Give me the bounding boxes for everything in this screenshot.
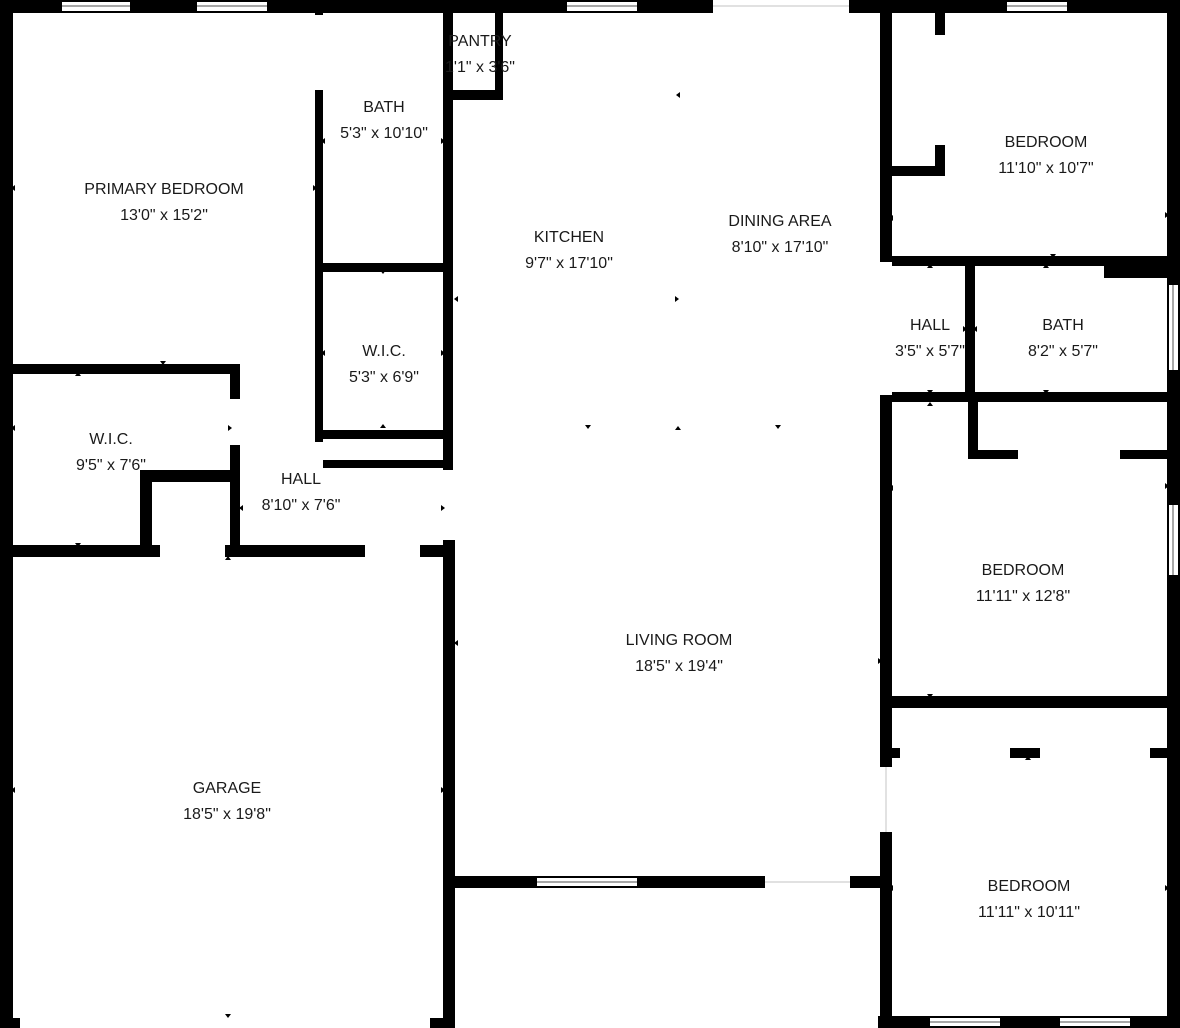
room-dims: 8'2" x 5'7" xyxy=(1028,343,1098,360)
room-dims: 3'5" x 5'7" xyxy=(895,343,965,360)
room-living-room: LIVING ROOM 18'5" x 19'4" xyxy=(626,628,733,680)
room-bedroom-middle: BEDROOM 11'11" x 12'8" xyxy=(976,558,1070,610)
room-name: PRIMARY BEDROOM xyxy=(84,181,244,198)
room-dims: 1'1" x 3'6" xyxy=(445,59,515,76)
room-dims: 9'7" x 17'10" xyxy=(525,255,613,272)
room-pantry: PANTRY 1'1" x 3'6" xyxy=(445,29,515,81)
room-name: HALL xyxy=(909,317,951,334)
room-name: BATH xyxy=(363,99,405,116)
room-dims: 9'5" x 7'6" xyxy=(76,457,146,474)
room-name: BATH xyxy=(1042,317,1084,334)
windows xyxy=(62,2,1178,1026)
room-dims: 18'5" x 19'4" xyxy=(635,658,723,675)
room-bath-main: BATH 5'3" x 10'10" xyxy=(340,95,428,147)
room-bedroom-bottom: BEDROOM 11'11" x 10'11" xyxy=(978,874,1080,926)
room-dims: 11'11" x 12'8" xyxy=(975,588,1071,605)
room-name: KITCHEN xyxy=(533,229,605,246)
room-dining-area: DINING AREA 8'10" x 17'10" xyxy=(728,209,831,261)
room-name: GARAGE xyxy=(192,780,262,797)
room-name: W.I.C. xyxy=(362,343,406,360)
room-hall-left: HALL 8'10" x 7'6" xyxy=(262,467,341,519)
room-wic-left: W.I.C. 9'5" x 7'6" xyxy=(76,427,146,479)
room-bath-right: BATH 8'2" x 5'7" xyxy=(1028,313,1098,365)
room-bedroom-top: BEDROOM 11'10" x 10'7" xyxy=(998,130,1093,182)
room-dims: 8'10" x 17'10" xyxy=(731,239,829,256)
room-primary-bedroom: PRIMARY BEDROOM 13'0" x 15'2" xyxy=(84,177,243,229)
room-dims: 5'3" x 6'9" xyxy=(349,369,419,386)
room-name: BEDROOM xyxy=(981,562,1065,579)
room-kitchen: KITCHEN 9'7" x 17'10" xyxy=(525,225,613,277)
dimension-markers xyxy=(11,92,1169,1018)
room-dims: 11'11" x 10'11" xyxy=(978,904,1080,921)
room-dims: 5'3" x 10'10" xyxy=(340,125,428,142)
room-name: PANTRY xyxy=(448,33,512,50)
door-openings xyxy=(713,0,892,888)
room-dims: 8'10" x 7'6" xyxy=(261,497,341,514)
room-name: DINING AREA xyxy=(728,213,832,230)
room-name: W.I.C. xyxy=(89,431,133,448)
room-garage: GARAGE 18'5" x 19'8" xyxy=(183,776,271,828)
room-name: BEDROOM xyxy=(987,878,1071,895)
room-wic-center: W.I.C. 5'3" x 6'9" xyxy=(349,339,419,391)
room-dims: 13'0" x 15'2" xyxy=(120,207,208,224)
room-name: HALL xyxy=(280,471,322,488)
room-name: BEDROOM xyxy=(1004,134,1088,151)
room-hall-right: HALL 3'5" x 5'7" xyxy=(895,313,965,365)
room-name: LIVING ROOM xyxy=(625,632,733,649)
room-dims: 18'5" x 19'8" xyxy=(183,806,271,823)
room-dims: 11'10" x 10'7" xyxy=(998,160,1094,177)
